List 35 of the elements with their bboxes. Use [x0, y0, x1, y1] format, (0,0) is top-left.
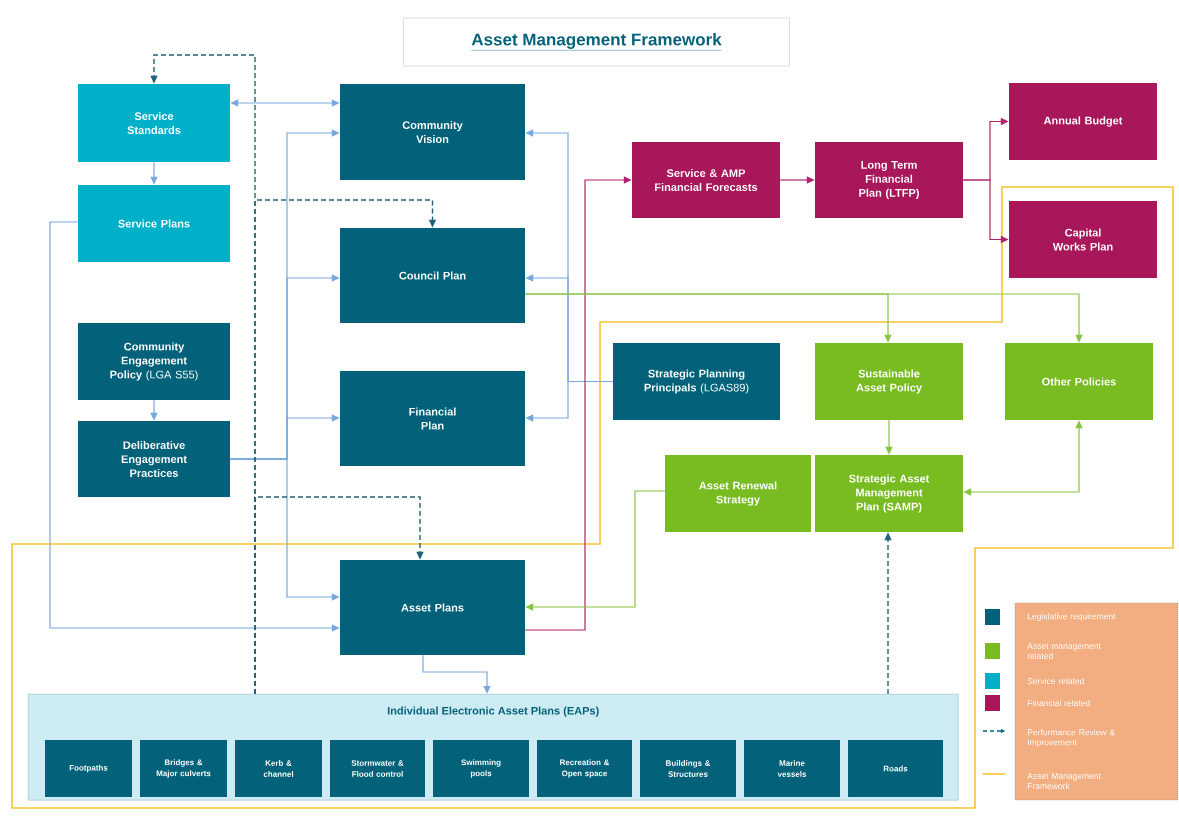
- plan-box: Long Term Financial Plan (LTFP): [815, 142, 963, 218]
- plan-box: Asset Plans: [340, 560, 525, 655]
- legend-text: Financial related: [1027, 699, 1090, 707]
- asset-box: Swimming pools: [433, 740, 529, 797]
- plan-box: Strategic Planning Principals (LGAS89): [613, 343, 780, 420]
- asset-box: Stormwater & Flood control: [330, 740, 425, 797]
- plan-box: Council Plan: [340, 228, 525, 323]
- asset-box: Kerb & channel: [235, 740, 322, 797]
- legend-text: Performance Review & Improvement: [1027, 729, 1115, 747]
- asset-box: Roads: [848, 740, 943, 797]
- legend-text: Legislative requirement: [1027, 613, 1116, 621]
- plan-box: Community Engagement Policy (LGA S55): [78, 323, 230, 400]
- asset-box: Marine vessels: [744, 740, 840, 797]
- asset-box: Buildings & Structures: [640, 740, 736, 797]
- plan-box: Community Vision: [340, 84, 525, 180]
- plan-box: Other Policies: [1005, 343, 1153, 420]
- plan-box: Financial Plan: [340, 371, 525, 466]
- plan-box: Service & AMP Financial Forecasts: [632, 142, 780, 218]
- plan-box: Deliberative Engagement Practices: [78, 421, 230, 497]
- plan-box: Service Standards: [78, 84, 230, 162]
- plan-box: Annual Budget: [1009, 83, 1157, 160]
- legend-text: Asset management related: [1027, 643, 1101, 659]
- plan-box: Strategic Asset Management Plan (SAMP): [815, 455, 963, 532]
- plan-box: Capital Works Plan: [1009, 201, 1157, 278]
- plan-box: Sustainable Asset Policy: [815, 343, 963, 420]
- plan-box: Service Plans: [78, 185, 230, 262]
- title: Asset Management Framework: [403, 17, 790, 67]
- arrow: [254, 496, 424, 695]
- plan-box: Asset Renewal Strategy: [665, 455, 811, 532]
- legend-text: Service related: [1027, 677, 1084, 685]
- legend-text: Asset Management Framework: [1027, 773, 1101, 789]
- asset-box: Footpaths: [45, 740, 132, 797]
- arrow: [422, 654, 491, 694]
- asset-box: Bridges & Major culverts: [140, 740, 227, 797]
- asset-box: Recreation & Open space: [537, 740, 632, 797]
